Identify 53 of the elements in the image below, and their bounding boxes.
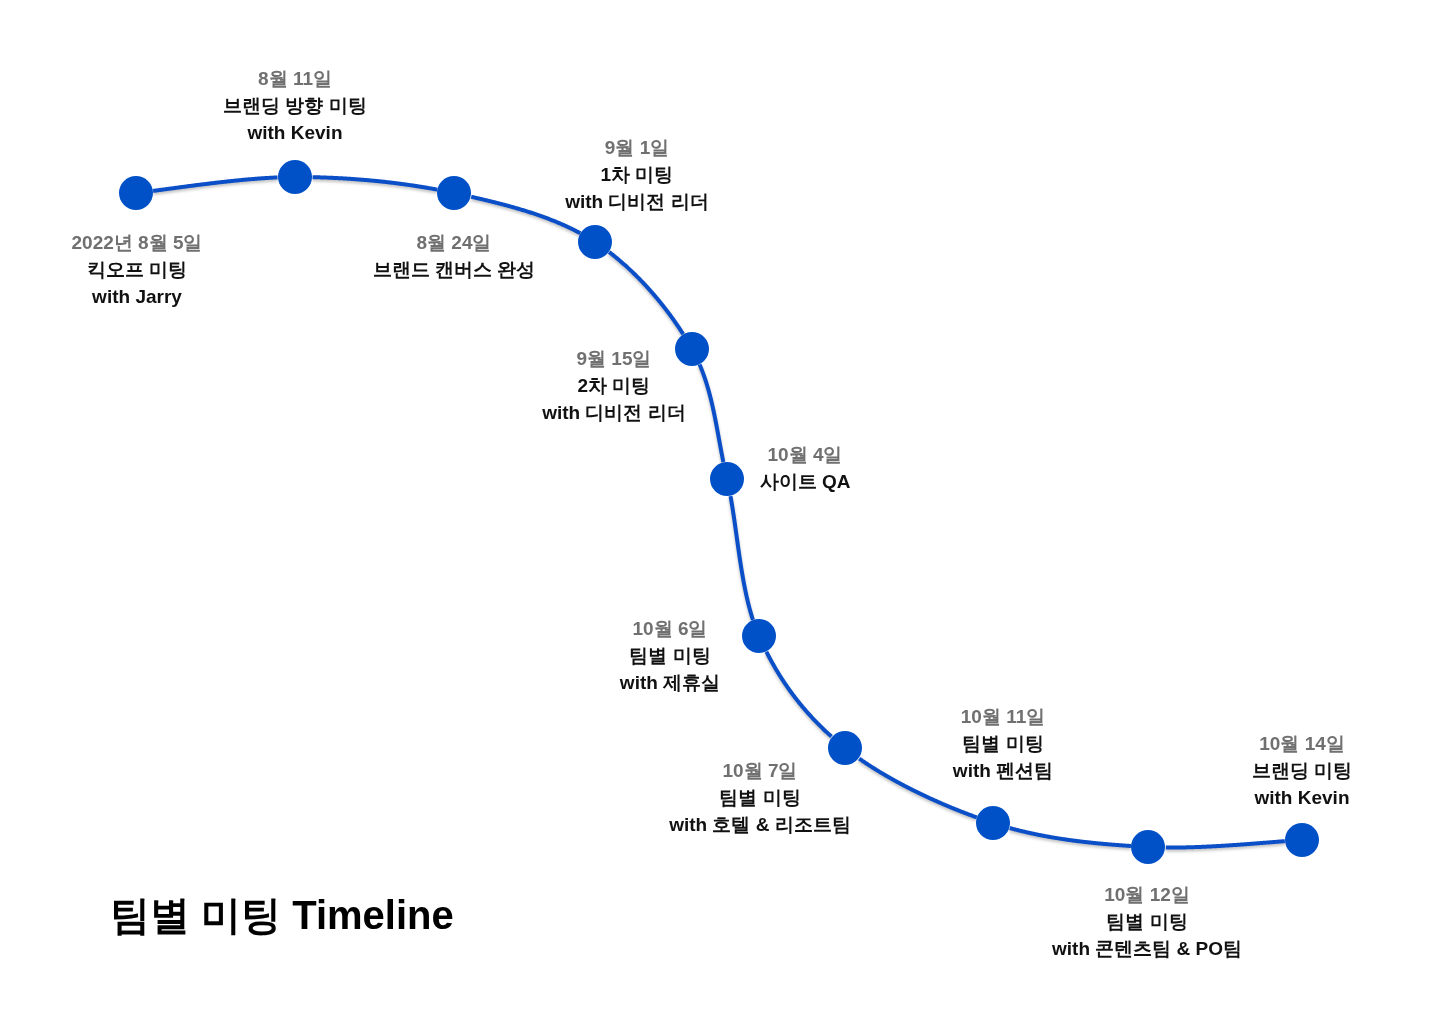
event-label: 사이트 QA: [759, 470, 851, 494]
event-label: 팀별 미팅: [962, 732, 1044, 756]
timeline-dot: [675, 332, 709, 366]
date-label: 8월 11일: [258, 67, 332, 91]
timeline-dot: [976, 806, 1010, 840]
event-label: with 디비전 리더: [565, 190, 709, 214]
date-label: 10월 12일: [1104, 883, 1190, 907]
timeline-dot: [1285, 823, 1319, 857]
event-label: 브랜딩 방향 미팅: [223, 94, 367, 118]
event-label: 브랜딩 미팅: [1251, 759, 1353, 783]
timeline-curve: [311, 175, 439, 192]
event-label: 팀별 미팅: [1106, 910, 1188, 934]
timeline-curve: [1008, 826, 1133, 848]
date-label: 10월 4일: [767, 443, 843, 467]
timeline-curve: [607, 250, 685, 336]
event-label: 팀별 미팅: [719, 786, 801, 810]
date-label: 8월 24일: [416, 231, 492, 255]
event-label: with 콘텐츠팀 & PO팀: [1052, 937, 1242, 961]
timeline-dot: [437, 176, 471, 210]
date-label: 2022년 8월 5일: [71, 231, 203, 255]
event-label: 킥오프 미팅: [86, 258, 188, 282]
date-label: 10월 11일: [960, 705, 1046, 729]
date-label: 10월 14일: [1259, 732, 1345, 756]
event-label: 팀별 미팅: [629, 644, 711, 668]
timeline-curve: [764, 650, 833, 739]
event-label: 브랜드 캔버스 완성: [372, 258, 536, 282]
timeline-dot: [578, 225, 612, 259]
event-label: with Jarry: [92, 285, 182, 309]
date-label: 10월 7일: [722, 759, 798, 783]
event-label: with Kevin: [247, 121, 343, 145]
timeline-curve: [857, 756, 979, 820]
timeline-curve: [1164, 839, 1287, 850]
timeline-dot: [742, 619, 776, 653]
diagram-title: 팀별 미팅 Timeline: [110, 892, 454, 939]
date-label: 9월 1일: [604, 136, 670, 160]
timeline-dot: [1131, 830, 1165, 864]
event-label: 1차 미팅: [600, 163, 674, 187]
date-label: 9월 15일: [576, 347, 652, 371]
timeline-curve: [151, 175, 279, 193]
event-label: with 펜션팀: [952, 759, 1054, 783]
timeline-dot: [278, 160, 312, 194]
event-label: with 제휴실: [619, 671, 721, 695]
event-label: with 호텔 & 리조트팀: [669, 813, 851, 837]
event-label: 2차 미팅: [577, 374, 651, 398]
timeline-dot: [710, 462, 744, 496]
timeline-curve: [728, 494, 755, 622]
event-label: with 디비전 리더: [542, 401, 686, 425]
timeline-curve: [470, 194, 582, 235]
timeline-curve: [697, 363, 726, 464]
timeline-dot: [119, 176, 153, 210]
event-label: with Kevin: [1254, 786, 1350, 810]
date-label: 10월 6일: [632, 617, 708, 641]
timeline-dot: [828, 731, 862, 765]
